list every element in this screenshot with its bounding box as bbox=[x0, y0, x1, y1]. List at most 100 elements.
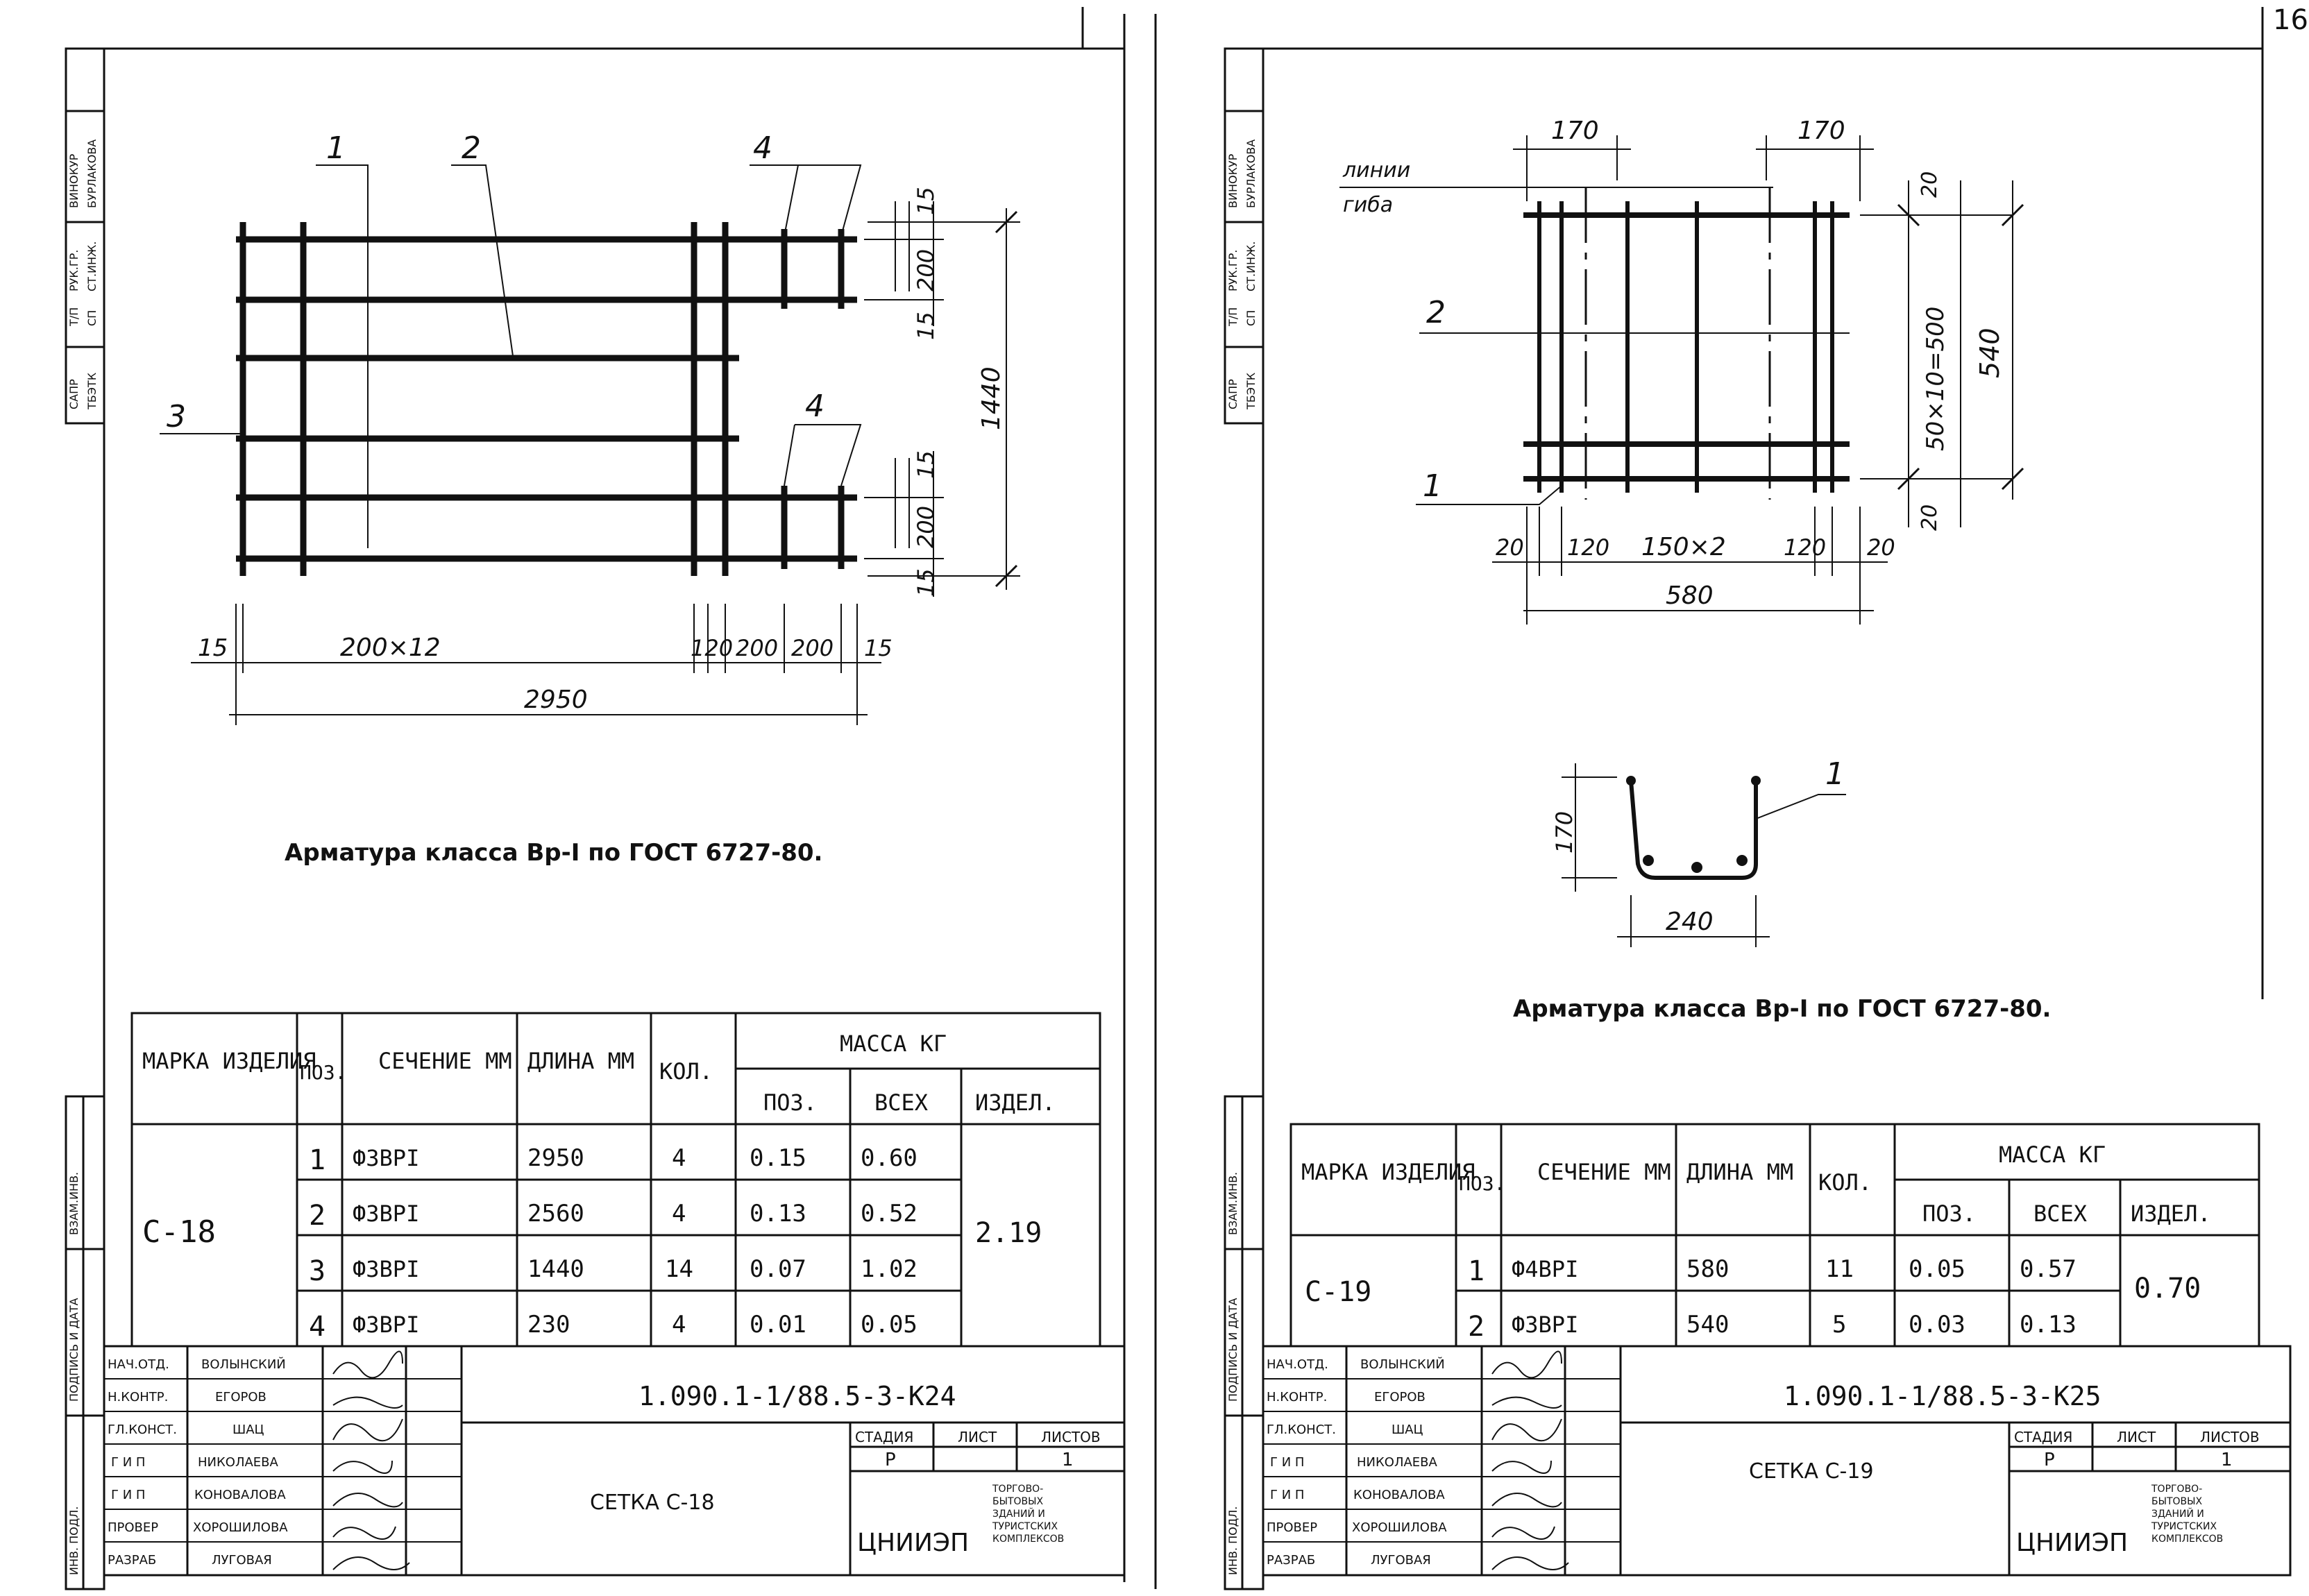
dimension-label: 200 bbox=[913, 249, 939, 291]
callout-label: 2 bbox=[1426, 295, 1446, 330]
svg-text:ЗДАНИЙ И: ЗДАНИЙ И bbox=[2151, 1507, 2204, 1520]
dimension-label: 170 bbox=[1798, 117, 1845, 145]
svg-text:0.60: 0.60 bbox=[861, 1144, 917, 1172]
svg-text:1: 1 bbox=[2221, 1450, 2233, 1470]
page-number: 16 bbox=[2273, 4, 2308, 36]
margin-label: Т/П bbox=[1226, 307, 1240, 327]
dimension-label: 200 bbox=[913, 506, 939, 548]
dimension-label: 15 bbox=[913, 187, 939, 215]
margin-label: САПР bbox=[1226, 379, 1240, 409]
dimension-label: 120 bbox=[691, 635, 733, 661]
drawing-title: СЕТКА С-19 bbox=[1749, 1459, 1874, 1484]
svg-text:Р: Р bbox=[2044, 1450, 2055, 1470]
organization: ЦНИИЭП bbox=[2016, 1529, 2128, 1557]
spec-table-c19 bbox=[1289, 1123, 2260, 1348]
margin-label: ПОДПИСЬ И ДАТА bbox=[1226, 1298, 1240, 1402]
svg-text:Ф3ВРI: Ф3ВРI bbox=[353, 1200, 419, 1227]
header-length: ДЛИНА ММ bbox=[527, 1048, 634, 1074]
dimension-total-width: 580 bbox=[1666, 581, 1714, 610]
dimension-total-height: 1440 bbox=[977, 366, 1006, 430]
dimension-label: 20 bbox=[1867, 534, 1895, 561]
svg-text:ЛИСТ: ЛИСТ bbox=[2117, 1429, 2156, 1445]
margin-label: ИНВ. ПОДЛ. bbox=[67, 1506, 81, 1575]
item-mass: 0.70 bbox=[2134, 1273, 2201, 1305]
svg-text:Н.КОНТР.: Н.КОНТР. bbox=[108, 1390, 168, 1404]
header-mass-item: ИЗДЕЛ. bbox=[975, 1089, 1056, 1116]
svg-text:2560: 2560 bbox=[527, 1200, 584, 1228]
svg-text:230: 230 bbox=[527, 1311, 570, 1339]
right-margin-labels: ВИНОКУР БУРЛАКОВА РУК.ГР. СТ.ИНЖ. Т/П СП… bbox=[1226, 139, 1258, 1575]
svg-text:НИКОЛАЕВА: НИКОЛАЕВА bbox=[1357, 1455, 1438, 1470]
svg-text:ВОЛЫНСКИЙ: ВОЛЫНСКИЙ bbox=[1360, 1357, 1445, 1372]
header-mark: МАРКА ИЗДЕЛИЯ bbox=[142, 1048, 316, 1074]
title-block-right bbox=[1262, 1345, 2292, 1577]
svg-text:14: 14 bbox=[665, 1255, 693, 1283]
svg-text:Г И П: Г И П bbox=[1270, 1488, 1304, 1502]
title-block-right-text: НАЧ.ОТД. Н.КОНТР. ГЛ.КОНСТ. Г И П Г И П … bbox=[1267, 1357, 2260, 1568]
svg-text:ГЛ.КОНСТ.: ГЛ.КОНСТ. bbox=[1267, 1423, 1336, 1437]
margin-label: РУК.ГР. bbox=[1226, 250, 1240, 291]
svg-text:ТОРГОВО-: ТОРГОВО- bbox=[992, 1484, 1043, 1495]
mesh-c19-labels: 170 170 линии гиба 2 1 1 20 50×10=500 20… bbox=[1342, 117, 2005, 936]
svg-text:ЗДАНИЙ И: ЗДАНИЙ И bbox=[992, 1507, 1045, 1520]
callout-label: 4 bbox=[753, 130, 772, 166]
margin-label: СП bbox=[85, 310, 99, 326]
margin-label: БУРЛАКОВА bbox=[85, 139, 99, 208]
svg-text:ЛИСТОВ: ЛИСТОВ bbox=[1041, 1429, 1101, 1445]
left-sheet-frame bbox=[65, 7, 1126, 1590]
margin-label: ВИНОКУР bbox=[67, 153, 81, 208]
title-block-right-lines bbox=[1263, 1378, 1621, 1543]
svg-text:ПОЗ.: ПОЗ. bbox=[1922, 1200, 1976, 1227]
svg-text:НАЧ.ОТД.: НАЧ.ОТД. bbox=[1267, 1357, 1328, 1372]
svg-text:0.07: 0.07 bbox=[750, 1255, 806, 1283]
header-mass-pos: ПОЗ. bbox=[763, 1089, 817, 1116]
reinforcement-note: Арматура класса Вр-I по ГОСТ 6727-80. bbox=[1513, 995, 2051, 1023]
header-section: СЕЧЕНИЕ ММ bbox=[378, 1048, 512, 1074]
svg-text:ТОРГОВО-: ТОРГОВО- bbox=[2151, 1484, 2202, 1495]
svg-text:ЕГОРОВ: ЕГОРОВ bbox=[1374, 1390, 1426, 1404]
margin-label: БУРЛАКОВА bbox=[1244, 139, 1258, 208]
svg-text:4: 4 bbox=[672, 1144, 686, 1172]
svg-text:ПРОВЕР: ПРОВЕР bbox=[1267, 1520, 1317, 1535]
svg-text:ШАЦ: ШАЦ bbox=[232, 1423, 264, 1437]
mesh-c19-drawing bbox=[1339, 135, 2024, 947]
profile-bar-dots bbox=[1626, 776, 1761, 873]
svg-text:Н.КОНТР.: Н.КОНТР. bbox=[1267, 1390, 1327, 1404]
svg-text:ПОЗ.: ПОЗ. bbox=[1459, 1172, 1505, 1195]
bend-line-label: гиба bbox=[1343, 193, 1393, 217]
drawing-code: 1.090.1-1/88.5-3-К24 bbox=[638, 1381, 956, 1411]
reinforcement-note: Арматура класса Вр-I по ГОСТ 6727-80. bbox=[285, 839, 822, 867]
left-margin-labels: ВИНОКУР БУРЛАКОВА РУК.ГР. СТ.ИНЖ. Т/П СП… bbox=[67, 139, 99, 1575]
svg-text:ПРОВЕР: ПРОВЕР bbox=[108, 1520, 158, 1535]
svg-text:2: 2 bbox=[309, 1200, 325, 1232]
svg-text:1440: 1440 bbox=[527, 1255, 584, 1283]
margin-label: СТ.ИНЖ. bbox=[1244, 241, 1258, 291]
callout-label: 2 bbox=[462, 130, 481, 166]
svg-text:1: 1 bbox=[1468, 1255, 1485, 1287]
svg-text:Ф3ВРI: Ф3ВРI bbox=[1512, 1311, 1578, 1338]
signatures-right bbox=[1491, 1350, 1569, 1570]
svg-text:Г И П: Г И П bbox=[111, 1488, 145, 1502]
svg-text:0.05: 0.05 bbox=[1909, 1255, 1965, 1283]
svg-text:ВОЛЫНСКИЙ: ВОЛЫНСКИЙ bbox=[201, 1357, 286, 1372]
profile-height: 170 bbox=[1551, 811, 1578, 854]
svg-text:5: 5 bbox=[1832, 1311, 1846, 1339]
margin-label: ВИНОКУР bbox=[1226, 153, 1240, 208]
dimension-label: 120 bbox=[1784, 534, 1826, 561]
margin-label: ТБЭТК bbox=[1244, 372, 1258, 410]
svg-text:МАРКА ИЗДЕЛИЯ: МАРКА ИЗДЕЛИЯ bbox=[1301, 1159, 1475, 1185]
callout-label: 3 bbox=[167, 399, 186, 434]
svg-text:РАЗРАБ: РАЗРАБ bbox=[1267, 1553, 1315, 1568]
header-pos: ПОЗ. bbox=[300, 1061, 346, 1084]
svg-text:ЛУГОВАЯ: ЛУГОВАЯ bbox=[212, 1553, 272, 1568]
svg-text:НИКОЛАЕВА: НИКОЛАЕВА bbox=[198, 1455, 279, 1470]
svg-text:ЛУГОВАЯ: ЛУГОВАЯ bbox=[1371, 1553, 1431, 1568]
svg-text:КОНОВАЛОВА: КОНОВАЛОВА bbox=[194, 1488, 286, 1502]
svg-text:КОМПЛЕКСОВ: КОМПЛЕКСОВ bbox=[992, 1534, 1064, 1545]
svg-text:Ф4ВРI: Ф4ВРI bbox=[1512, 1256, 1578, 1282]
dimension-label: 15 bbox=[913, 450, 939, 479]
dimension-label: 120 bbox=[1567, 534, 1609, 561]
svg-text:Ф3ВРI: Ф3ВРI bbox=[353, 1311, 419, 1338]
svg-text:СЕЧЕНИЕ ММ: СЕЧЕНИЕ ММ bbox=[1537, 1159, 1671, 1185]
svg-text:0.01: 0.01 bbox=[750, 1311, 806, 1339]
